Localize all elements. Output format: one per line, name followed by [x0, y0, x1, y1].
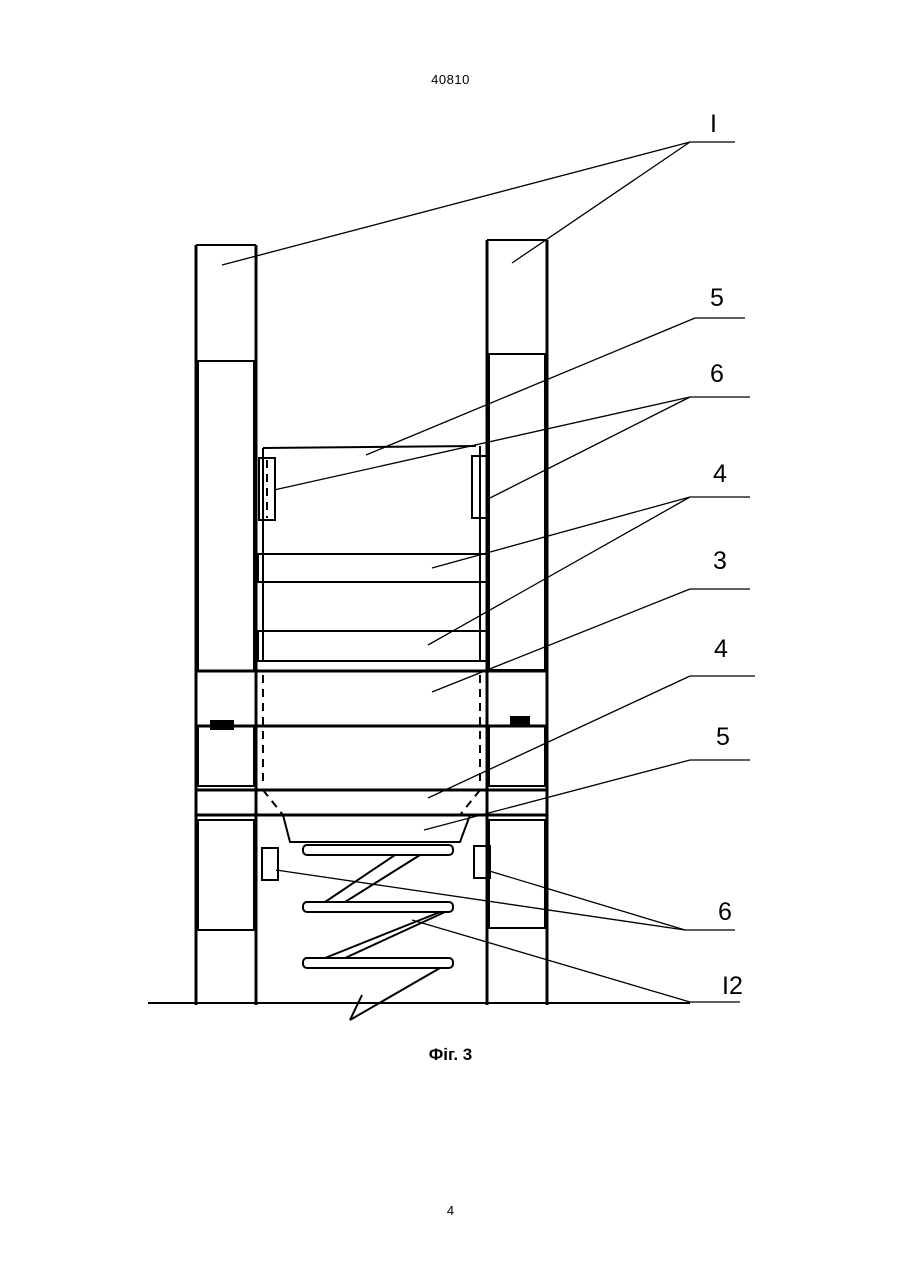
label-3: 3	[713, 547, 727, 575]
left-hatch-lower	[198, 820, 254, 930]
spring	[303, 845, 453, 1020]
left-hatch-upper	[198, 361, 254, 671]
upper-carriage	[258, 446, 488, 662]
label-4-top: 4	[713, 460, 727, 488]
upper-rollers	[259, 456, 488, 520]
left-column	[196, 245, 256, 1005]
label-4-bottom: 4	[714, 635, 728, 663]
left-hatch-middle	[198, 726, 254, 786]
label-5-bottom: 5	[716, 723, 730, 751]
page-number: 4	[0, 1203, 901, 1218]
figure-caption: Фіг. 3	[0, 1045, 901, 1065]
upper-rail-1	[258, 554, 488, 582]
label-12: I2	[722, 972, 743, 1000]
right-column	[487, 240, 547, 1005]
label-6-top: 6	[710, 360, 724, 388]
lower-rollers	[262, 846, 490, 880]
label-6-bottom: 6	[718, 898, 732, 926]
right-hatch-upper	[489, 354, 545, 670]
label-I: I	[710, 110, 717, 138]
lower-block	[283, 815, 470, 842]
label-5-top: 5	[710, 284, 724, 312]
upper-rail-2	[258, 631, 488, 661]
